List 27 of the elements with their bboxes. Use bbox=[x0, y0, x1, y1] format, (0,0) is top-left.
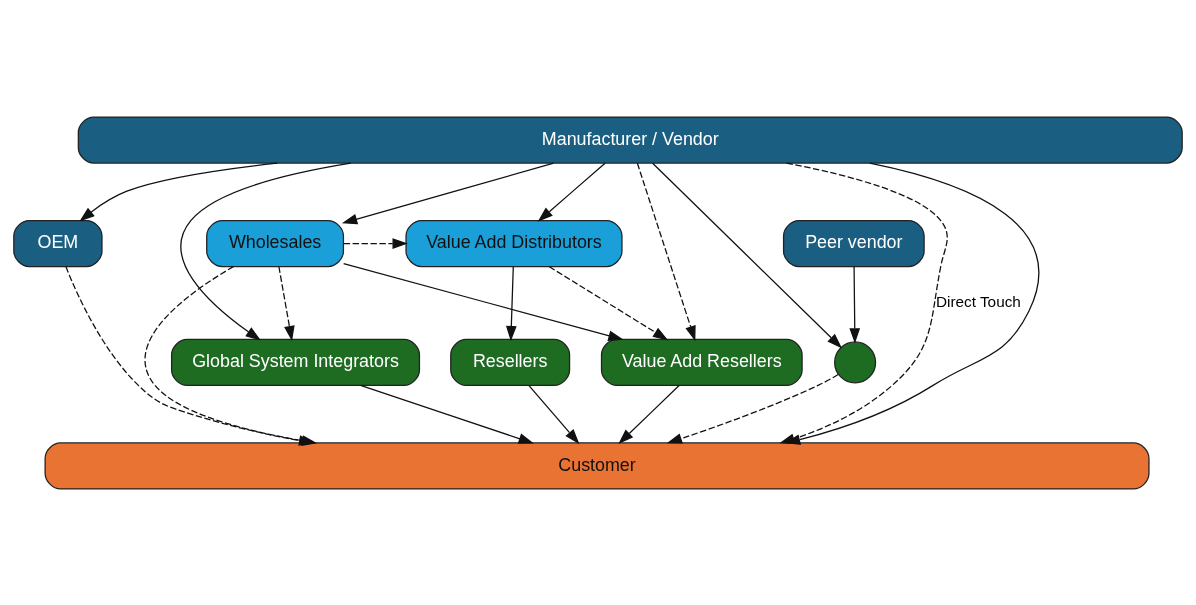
arrow bbox=[849, 265, 861, 344]
arrow bbox=[548, 265, 669, 340]
node-box: Global System Integrators bbox=[170, 338, 421, 386]
arrow bbox=[343, 262, 624, 341]
edge-label: Direct Touch bbox=[935, 292, 1021, 310]
arrow bbox=[79, 162, 278, 222]
arrow bbox=[343, 237, 408, 249]
node-box: Peer vendor bbox=[782, 219, 925, 267]
arrow bbox=[505, 265, 517, 341]
node-box: Value Add Resellers bbox=[600, 338, 803, 386]
arrow bbox=[784, 162, 1040, 445]
arrow bbox=[359, 384, 534, 444]
node-box: OEM bbox=[13, 219, 103, 267]
arrow bbox=[180, 162, 352, 340]
node-box: Resellers bbox=[450, 338, 571, 386]
node-circle bbox=[834, 340, 877, 383]
node-box: Wholesales bbox=[206, 219, 345, 267]
node-box: Value Add Distributors bbox=[405, 219, 623, 267]
arrow bbox=[636, 162, 696, 341]
arrow bbox=[652, 162, 843, 348]
arrow bbox=[341, 162, 555, 224]
node-box: Customer bbox=[44, 441, 1150, 490]
arrow bbox=[528, 384, 580, 444]
arrow bbox=[278, 265, 295, 341]
node-box: Manufacturer / Vendor bbox=[77, 115, 1183, 164]
arrow bbox=[618, 384, 680, 444]
arrow bbox=[537, 162, 606, 222]
